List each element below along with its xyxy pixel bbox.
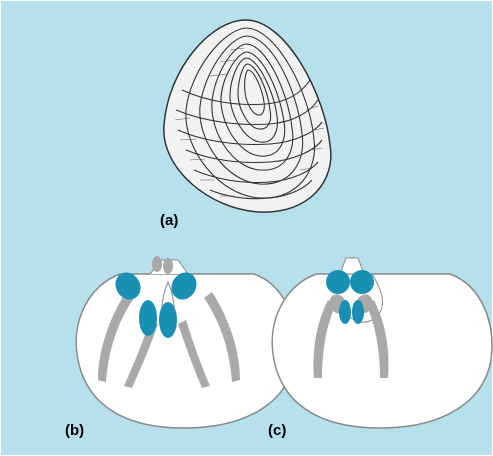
label-b: (b) xyxy=(65,422,84,439)
valve-b xyxy=(76,256,296,428)
valve-c xyxy=(272,258,492,428)
label-a: (a) xyxy=(160,212,178,229)
label-c: (c) xyxy=(268,422,286,439)
